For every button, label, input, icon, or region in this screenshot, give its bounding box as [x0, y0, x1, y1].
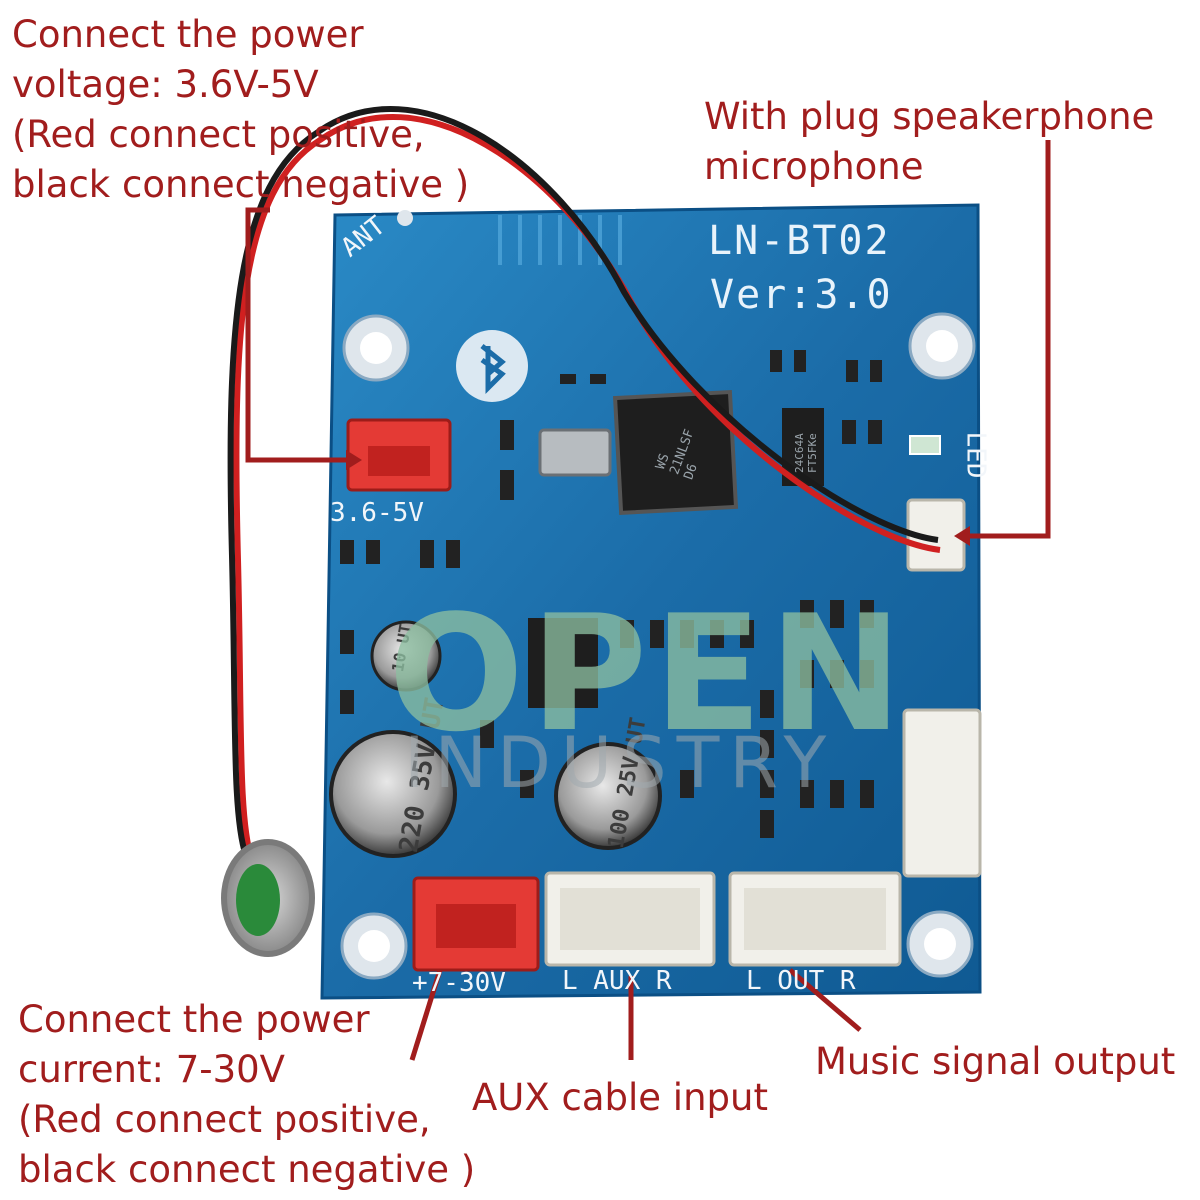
callout-power-input-line-4: black connect negative )	[12, 163, 470, 206]
callout-power-main-line-1: Connect the power	[18, 998, 370, 1041]
board-model-label: LN-BT02	[708, 218, 891, 264]
bluetooth-chip	[612, 389, 739, 516]
callout-aux-input: AUX cable input	[472, 1073, 768, 1123]
mounting-holes	[340, 312, 976, 980]
silk-power-main-label: +7-30V	[412, 968, 506, 998]
watermark-main: OPEN	[388, 580, 909, 767]
antenna-trace	[498, 215, 622, 265]
capacitor-large	[329, 730, 457, 858]
callout-power-main: Connect the power current: 7-30V (Red co…	[18, 995, 475, 1195]
callout-microphone-line-1: With plug speakerphone	[704, 95, 1155, 138]
pcb-board	[320, 203, 982, 1000]
silk-out-label: L OUT R	[746, 966, 856, 996]
callout-power-main-line-4: black connect negative )	[18, 1148, 476, 1191]
capacitor-small	[370, 620, 442, 692]
watermark-sub: INDUSTRY	[404, 722, 837, 804]
silk-led-label: LED	[960, 431, 991, 479]
amplifier-chip	[528, 618, 598, 708]
callout-power-input-line-1: Connect the power	[12, 13, 364, 56]
callout-microphone: With plug speakerphone microphone	[704, 92, 1154, 192]
callout-microphone-line-2: microphone	[704, 145, 924, 188]
side-connector	[902, 708, 982, 878]
mic-cable-black	[227, 106, 939, 857]
callout-pointers	[245, 140, 1051, 1061]
capacitor-medium	[554, 742, 662, 850]
callout-power-main-line-2: current: 7-30V	[18, 1048, 285, 1091]
callout-power-main-line-3: (Red connect positive,	[18, 1098, 431, 1141]
silk-power-in-label: 3.6-5V	[330, 498, 424, 528]
callout-music-output-line-1: Music signal output	[815, 1040, 1176, 1083]
led	[909, 435, 941, 455]
callout-music-output: Music signal output	[815, 1037, 1175, 1087]
callout-power-input-line-3: (Red connect positive,	[12, 113, 425, 156]
mic-cable-red	[233, 113, 941, 861]
callout-power-input: Connect the power voltage: 3.6V-5V (Red …	[12, 10, 469, 210]
board-version-label: Ver:3.0	[710, 272, 893, 318]
chip-eeprom-markings: 24C64A FT5FKe	[793, 413, 819, 473]
callout-aux-input-line-1: AUX cable input	[472, 1076, 768, 1119]
eeprom-line-1: 24C64A	[793, 433, 806, 473]
callout-power-input-line-2: voltage: 3.6V-5V	[12, 63, 319, 106]
eeprom-line-2: FT5FKe	[806, 433, 819, 473]
silk-aux-label: L AUX R	[562, 966, 672, 996]
crystal	[538, 428, 612, 477]
